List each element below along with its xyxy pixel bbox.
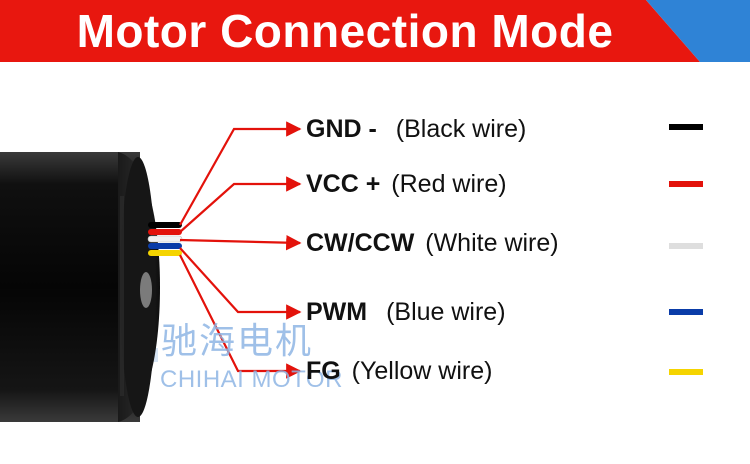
wire-black <box>148 222 182 228</box>
wire-code: CW/CCW <box>306 229 415 257</box>
swatch-black <box>669 124 703 130</box>
swatch-red <box>669 181 703 187</box>
wire-code: FG <box>306 357 341 385</box>
motor-body <box>0 152 160 422</box>
swatch-blue <box>669 309 703 315</box>
label-gnd: GND - (Black wire) <box>306 111 526 147</box>
page-title: Motor Connection Mode <box>76 5 614 57</box>
swatch-white <box>669 243 703 249</box>
watermark-english: CHIHAI MOTOR <box>160 366 343 393</box>
wire-white <box>147 235 183 243</box>
wire-desc: (Yellow wire) <box>351 357 493 385</box>
wire-desc: (Red wire) <box>391 170 507 198</box>
swatch-yellow <box>669 369 703 375</box>
wire-code: PWM <box>306 298 368 326</box>
label-cw-ccw: CW/CCW (White wire) <box>306 225 559 261</box>
banner-shape <box>0 0 750 62</box>
wire-desc: (Black wire) <box>395 115 527 143</box>
header-banner: Motor Connection Mode <box>0 0 750 62</box>
connection-arrows <box>179 121 302 379</box>
wire-bundle <box>147 222 183 256</box>
arrow-vcc <box>179 176 302 233</box>
label-fg: FG (Yellow wire) <box>306 353 492 389</box>
arrow-pwm <box>179 247 302 320</box>
watermark-chinese: 驰海电机 <box>161 321 314 362</box>
label-pwm: PWM (Blue wire) <box>306 294 506 330</box>
wire-code: GND - <box>306 115 377 143</box>
arrow-fg <box>179 254 302 379</box>
arrow-cw-ccw <box>179 234 302 251</box>
wire-desc: (Blue wire) <box>386 298 506 326</box>
wire-yellow <box>148 250 182 256</box>
wire-blue <box>148 243 182 249</box>
wire-red <box>148 229 182 235</box>
arrow-gnd <box>179 121 302 226</box>
label-vcc: VCC + (Red wire) <box>306 166 507 202</box>
wire-code: VCC + <box>306 170 381 198</box>
wire-desc: (White wire) <box>425 229 559 257</box>
